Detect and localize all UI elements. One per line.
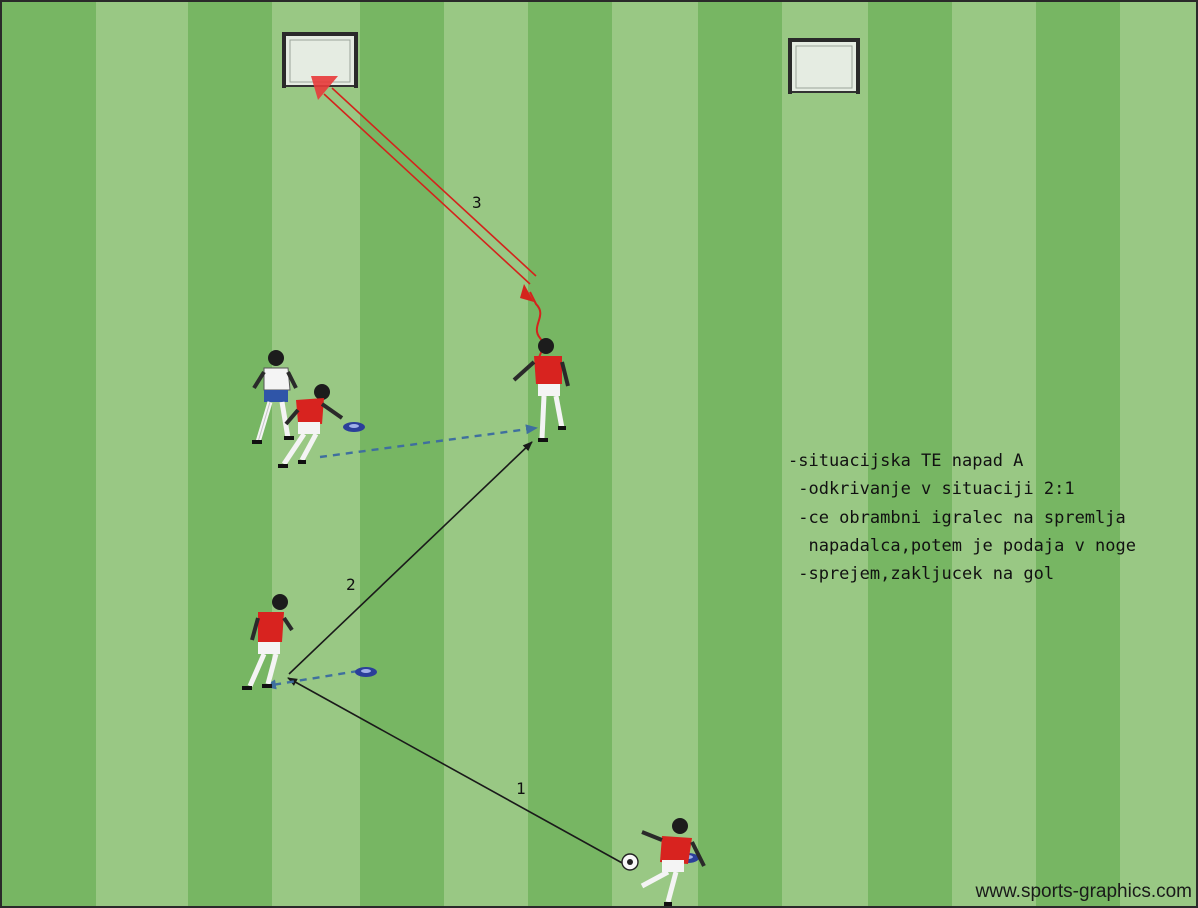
cone-icon xyxy=(355,667,377,677)
cone-icon xyxy=(343,422,365,432)
pass-label-1: 1 xyxy=(516,779,526,798)
pass-label-3: 3 xyxy=(472,193,482,212)
watermark: www.sports-graphics.com xyxy=(975,881,1192,902)
note-line-1: -situacijska TE napad A xyxy=(788,451,1023,471)
ball-icon xyxy=(622,854,638,870)
note-line-3: -ce obrambni igralec na spremlja xyxy=(788,508,1126,528)
pass-label-2: 2 xyxy=(346,575,356,594)
note-line-5: -sprejem,zakljucek na gol xyxy=(788,564,1054,584)
goal-icon xyxy=(788,38,860,94)
note-line-4: napadalca,potem je podaja v noge xyxy=(788,536,1136,556)
note-line-2: -odkrivanje v situaciji 2:1 xyxy=(788,479,1075,499)
